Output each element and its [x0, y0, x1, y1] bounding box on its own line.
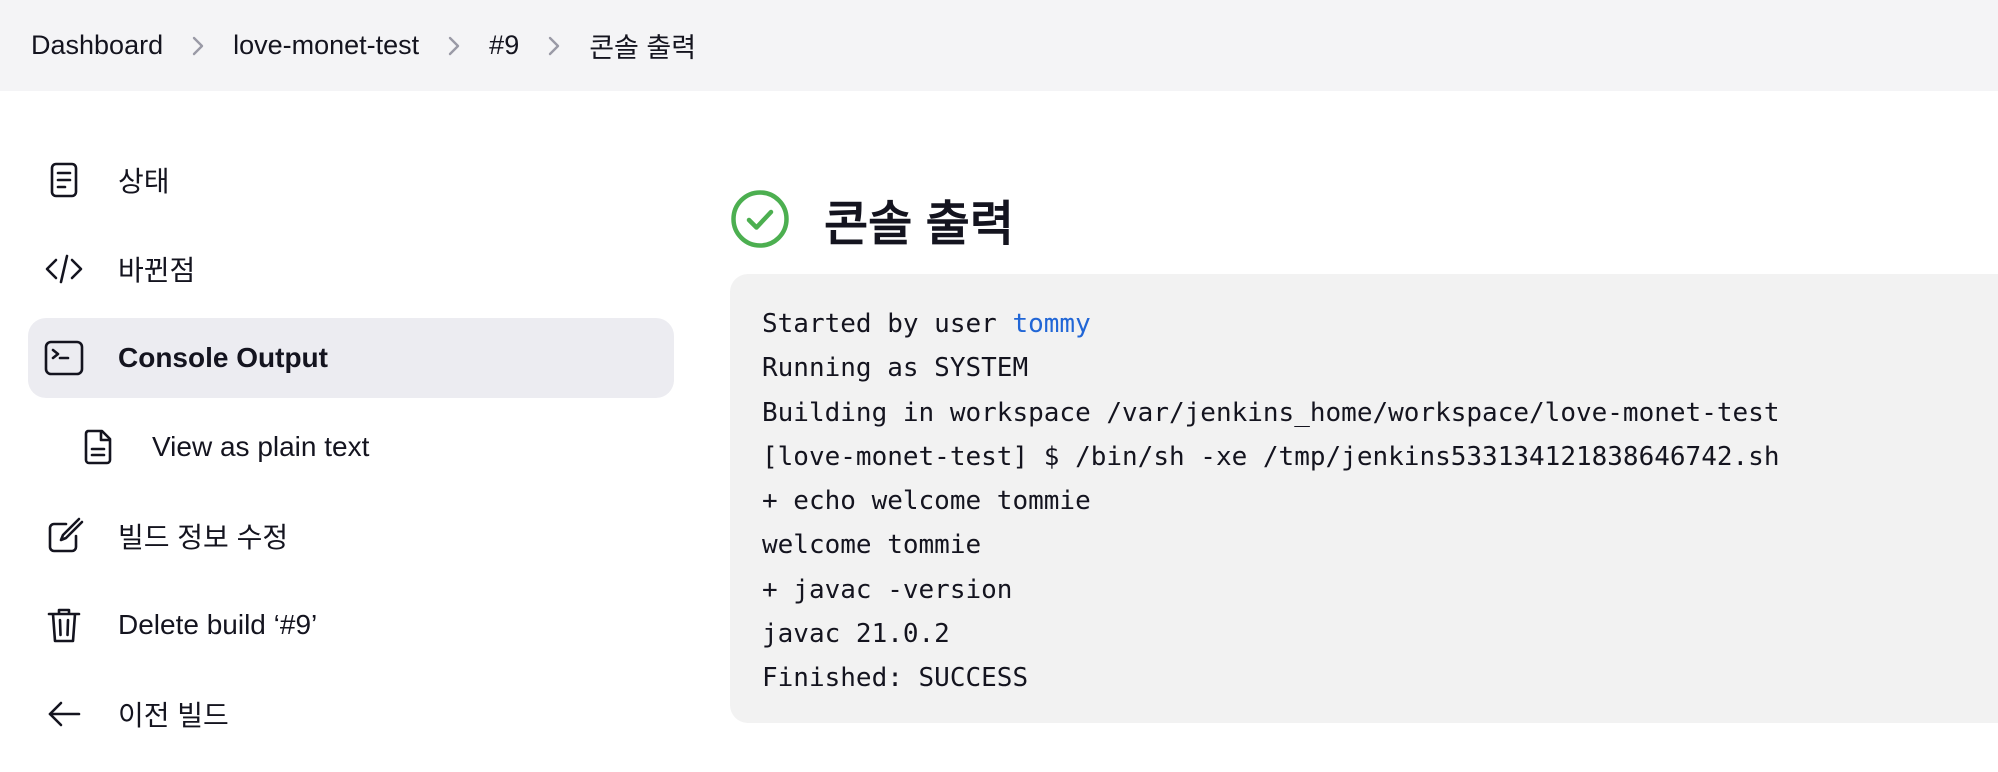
sidebar-item-label: Delete build ‘#9’ [118, 609, 318, 640]
sidebar-item-edit-build-info[interactable]: 빌드 정보 수정 [28, 496, 674, 576]
success-check-icon [730, 189, 790, 249]
user-link[interactable]: tommy [1012, 309, 1091, 339]
page-title: 콘솔 출력 [824, 198, 1014, 252]
sidebar-item-label: 바뀐점 [118, 255, 196, 286]
sidebar-item-previous-build[interactable]: 이전 빌드 [28, 674, 674, 754]
breadcrumb-job[interactable]: love-monet-test [233, 30, 420, 60]
console-line: [love-monet-test] $ /bin/sh -xe /tmp/jen… [762, 441, 1780, 472]
document-icon [44, 160, 84, 200]
console-line: Started by user tommy [762, 302, 1998, 346]
sidebar-item-label: 빌드 정보 수정 [118, 522, 289, 553]
sidebar-item-label: Console Output [118, 342, 328, 373]
page-header: 콘솔 출력 [730, 152, 1014, 286]
console-started-text: Started by user [762, 309, 1013, 339]
sidebar-item-label: 이전 빌드 [118, 700, 229, 731]
edit-icon [44, 516, 84, 556]
sidebar-item-view-plain-text[interactable]: View as plain text [28, 407, 674, 487]
sidebar-item-delete-build[interactable]: Delete build ‘#9’ [28, 585, 674, 665]
arrow-left-icon [44, 694, 84, 734]
sidebar-item-changes[interactable]: 바뀐점 [28, 229, 674, 309]
console-line: Running as SYSTEM [762, 353, 1029, 384]
console-line: + javac -version [762, 574, 1013, 605]
sidebar: 상태 바뀐점 Console Output View as plain text… [28, 140, 674, 763]
breadcrumb-dashboard[interactable]: Dashboard [31, 30, 164, 60]
breadcrumb: Dashboard love-monet-test #9 콘솔 출력 [0, 0, 1998, 91]
chevron-right-icon [163, 35, 233, 57]
sidebar-item-status[interactable]: 상태 [28, 140, 674, 220]
terminal-icon [44, 338, 84, 378]
breadcrumb-build[interactable]: #9 [489, 30, 520, 60]
console-line: welcome tommie [762, 530, 982, 561]
sidebar-item-label: View as plain text [152, 431, 370, 462]
file-text-icon [78, 427, 118, 467]
code-icon [44, 249, 84, 289]
console-output: Started by user tommy Running as SYSTEM … [730, 274, 1998, 723]
sidebar-item-label: 상태 [118, 166, 170, 197]
sidebar-item-console-output[interactable]: Console Output [28, 318, 674, 398]
console-line: Finished: SUCCESS [762, 663, 1029, 694]
trash-icon [44, 605, 84, 645]
console-line: Building in workspace /var/jenkins_home/… [762, 397, 1780, 428]
chevron-right-icon [419, 35, 489, 57]
console-line: + echo welcome tommie [762, 486, 1091, 517]
breadcrumb-console-output[interactable]: 콘솔 출력 [589, 33, 697, 63]
chevron-right-icon [519, 35, 589, 57]
console-line: javac 21.0.2 [762, 619, 950, 650]
